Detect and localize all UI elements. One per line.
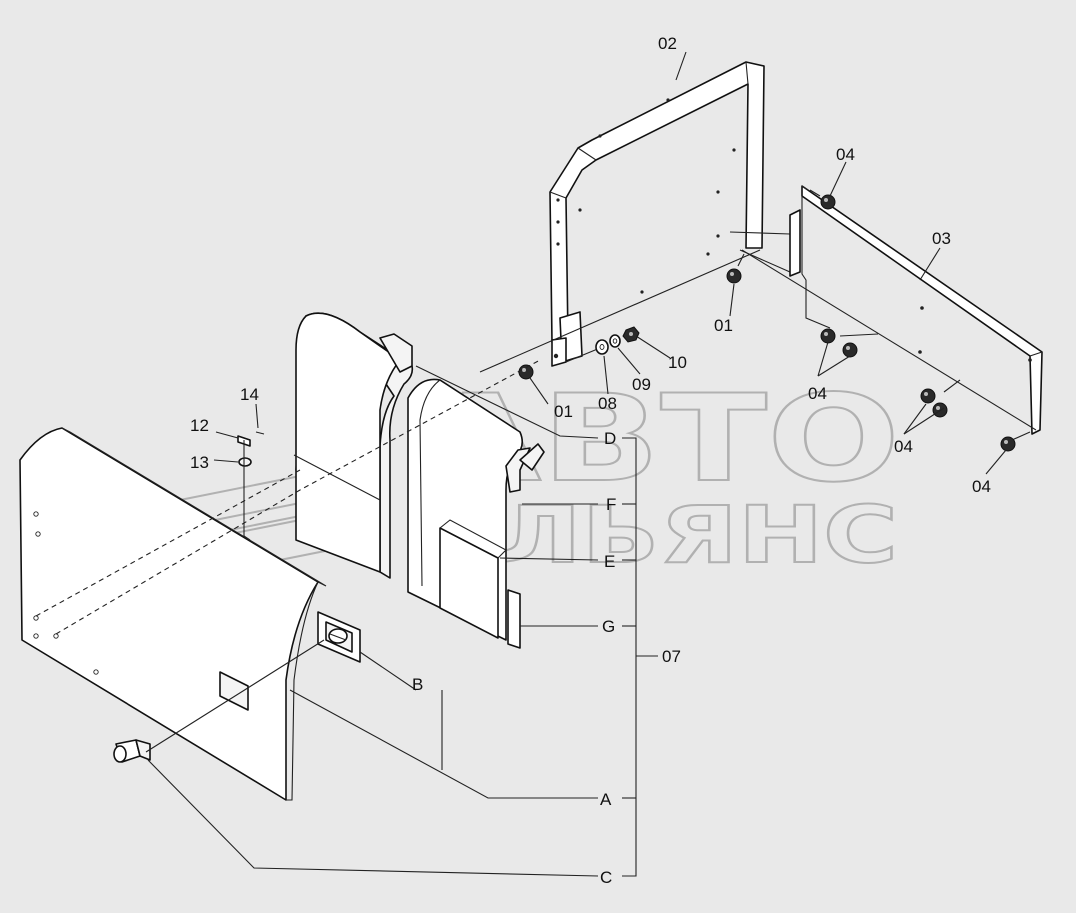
label-A: A — [600, 790, 612, 809]
label-09: 09 — [632, 375, 651, 394]
handle-B — [317, 611, 361, 663]
callout-labels: 02 03 04 01 10 09 08 01 04 04 04 14 12 1… — [190, 34, 991, 887]
label-12: 12 — [190, 416, 209, 435]
line-frame-to-plate — [741, 249, 1037, 431]
door-panel-A — [19, 427, 327, 801]
seal-E — [439, 519, 507, 639]
label-10: 10 — [668, 353, 687, 372]
line-frame-to-panels — [479, 249, 761, 373]
bolt-04-bottom — [1000, 436, 1016, 452]
label-02: 02 — [658, 34, 677, 53]
label-F: F — [606, 495, 616, 514]
label-E: E — [604, 552, 615, 571]
bolt-04-mid-a — [820, 328, 836, 344]
panel-D — [293, 312, 414, 579]
label-07: 07 — [662, 647, 681, 666]
label-08: 08 — [598, 394, 617, 413]
label-01-upper: 01 — [714, 316, 733, 335]
watermark: АВТО АЛЬЯНС — [177, 369, 901, 582]
label-G: G — [602, 617, 615, 636]
bolt-04-right-a — [920, 388, 936, 404]
label-04-mid: 04 — [808, 384, 827, 403]
label-C: C — [600, 868, 612, 887]
label-04-bottom: 04 — [972, 477, 991, 496]
label-04-right: 04 — [894, 437, 913, 456]
washer-08 — [595, 339, 609, 355]
label-04-top: 04 — [836, 145, 855, 164]
bolt-01-upper — [726, 253, 745, 284]
label-01-lower: 01 — [554, 402, 573, 421]
dash-line-2 — [55, 359, 541, 635]
bolt-04-top — [809, 189, 836, 210]
nut-10 — [622, 326, 640, 343]
pin-12-13-14 — [237, 431, 265, 541]
label-14: 14 — [240, 385, 259, 404]
key-C — [113, 639, 325, 763]
bolt-04-mid-b — [842, 342, 858, 358]
label-B: B — [412, 675, 423, 694]
seal-G — [507, 589, 521, 649]
washer-09 — [609, 334, 621, 348]
label-13: 13 — [190, 453, 209, 472]
label-D: D — [604, 429, 616, 448]
part-02-frame — [549, 61, 791, 367]
leader-lines — [147, 51, 1007, 877]
label-03: 03 — [932, 229, 951, 248]
